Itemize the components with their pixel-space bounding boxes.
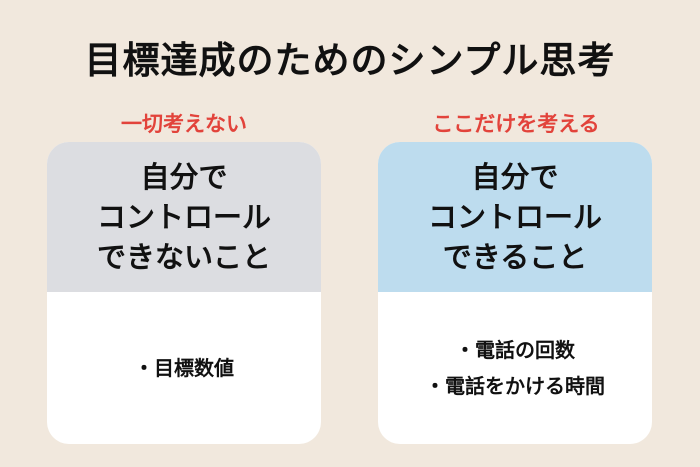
box-line: 自分で: [471, 160, 559, 194]
list-item: ・目標数値: [134, 356, 234, 380]
list-item: ・電話の回数: [455, 338, 575, 362]
list-item: ・電話をかける時間: [425, 374, 605, 398]
box-line: できないこと: [96, 240, 271, 274]
box-line: コントロール: [427, 200, 602, 234]
uncontrollable-card: 自分で コントロール できないこと ・目標数値: [47, 142, 321, 444]
box-line: 自分で: [140, 160, 228, 194]
uncontrollable-list: ・目標数値: [47, 292, 321, 444]
controllable-list: ・電話の回数 ・電話をかける時間: [378, 292, 652, 444]
left-heading: 一切考えない: [121, 112, 247, 136]
controllable-box: 自分で コントロール できること: [378, 142, 652, 292]
uncontrollable-box: 自分で コントロール できないこと: [47, 142, 321, 292]
box-line: コントロール: [96, 200, 271, 234]
box-line: できること: [442, 240, 588, 274]
page-title: 目標達成のためのシンプル思考: [84, 39, 616, 82]
controllable-card: 自分で コントロール できること ・電話の回数 ・電話をかける時間: [378, 142, 652, 444]
right-heading: ここだけを考える: [432, 112, 600, 136]
